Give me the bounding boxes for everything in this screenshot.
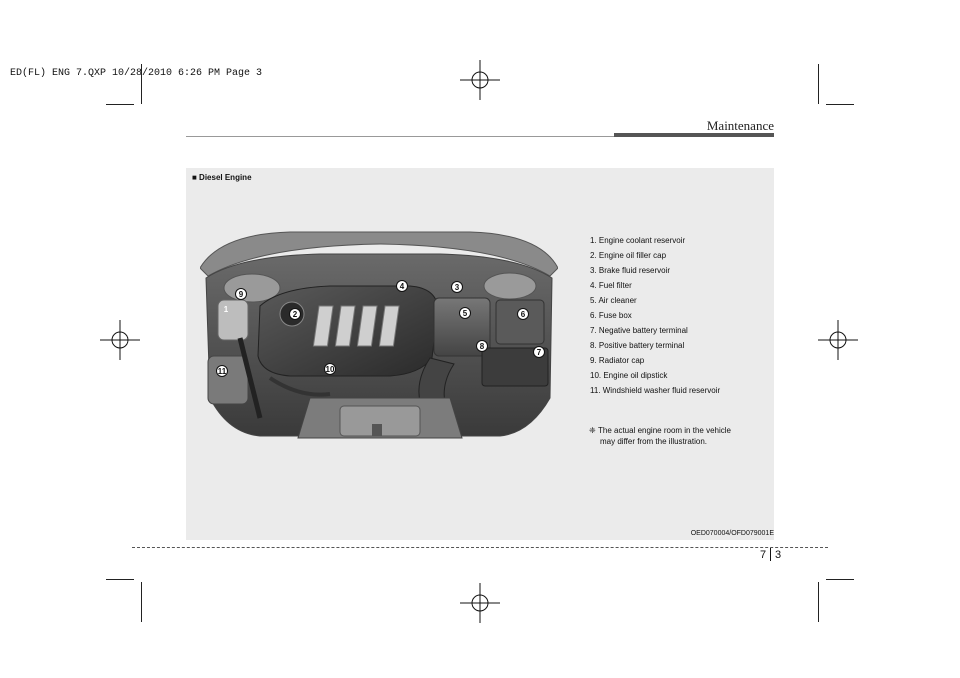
section-title: Maintenance [706, 118, 774, 133]
header-rule [186, 136, 774, 137]
callout-marker-1: 1 [223, 305, 229, 314]
callout-marker-2: 2 [289, 308, 301, 320]
crop-mark [141, 582, 142, 622]
registration-mark-icon [460, 583, 500, 623]
header-rule-accent [614, 133, 774, 137]
callout-marker-8: 8 [476, 340, 488, 352]
legend-item: 10. Engine oil dipstick [590, 371, 668, 380]
callout-marker-7: 7 [533, 346, 545, 358]
chapter-number: 7 [760, 549, 767, 561]
callout-marker-6: 6 [517, 308, 529, 320]
legend-item: 5. Air cleaner [590, 296, 637, 305]
footer-rule [132, 547, 828, 548]
legend-item: 1. Engine coolant reservoir [590, 236, 686, 245]
crop-mark [818, 64, 819, 104]
callout-marker-3: 3 [451, 281, 463, 293]
legend-item: 3. Brake fluid reservoir [590, 266, 671, 275]
registration-mark-icon [100, 320, 140, 360]
crop-mark [826, 104, 854, 105]
legend-item: 7. Negative battery terminal [590, 326, 688, 335]
crop-mark [141, 64, 142, 104]
legend-item: 9. Radiator cap [590, 356, 645, 365]
legend-item: 8. Positive battery terminal [590, 341, 685, 350]
crop-mark [826, 579, 854, 580]
legend-item: 4. Fuel filter [590, 281, 632, 290]
figure-code: OED070004/OFD079001E [690, 530, 774, 537]
callout-marker-10: 10 [324, 363, 336, 375]
engine-bay-illustration [200, 231, 558, 439]
legend-item: 6. Fuse box [590, 311, 632, 320]
callout-marker-5: 5 [459, 307, 471, 319]
legend-item: 2. Engine oil filler cap [590, 251, 667, 260]
crop-mark [106, 579, 134, 580]
illustration-note: ❈The actual engine room in the vehicle m… [589, 425, 769, 447]
legend-item: 11. Windshield washer fluid reservoir [590, 386, 721, 395]
crop-mark [106, 104, 134, 105]
callout-marker-4: 4 [396, 280, 408, 292]
registration-mark-icon [818, 320, 858, 360]
figure-title: ■ Diesel Engine [192, 173, 252, 182]
callout-marker-11: 11 [216, 365, 228, 377]
crop-mark [818, 582, 819, 622]
page-number: 3 [775, 549, 782, 561]
note-line: The actual engine room in the vehicle [598, 426, 731, 435]
callout-marker-9: 9 [235, 288, 247, 300]
component-legend: 1. Engine coolant reservoir 2. Engine oi… [590, 233, 720, 398]
page-number-separator [770, 548, 771, 561]
note-line: may differ from the illustration. [600, 437, 708, 446]
note-symbol: ❈ [589, 426, 596, 435]
registration-mark-icon [460, 60, 500, 100]
print-slug: ED(FL) ENG 7.QXP 10/28/2010 6:26 PM Page… [10, 68, 263, 79]
